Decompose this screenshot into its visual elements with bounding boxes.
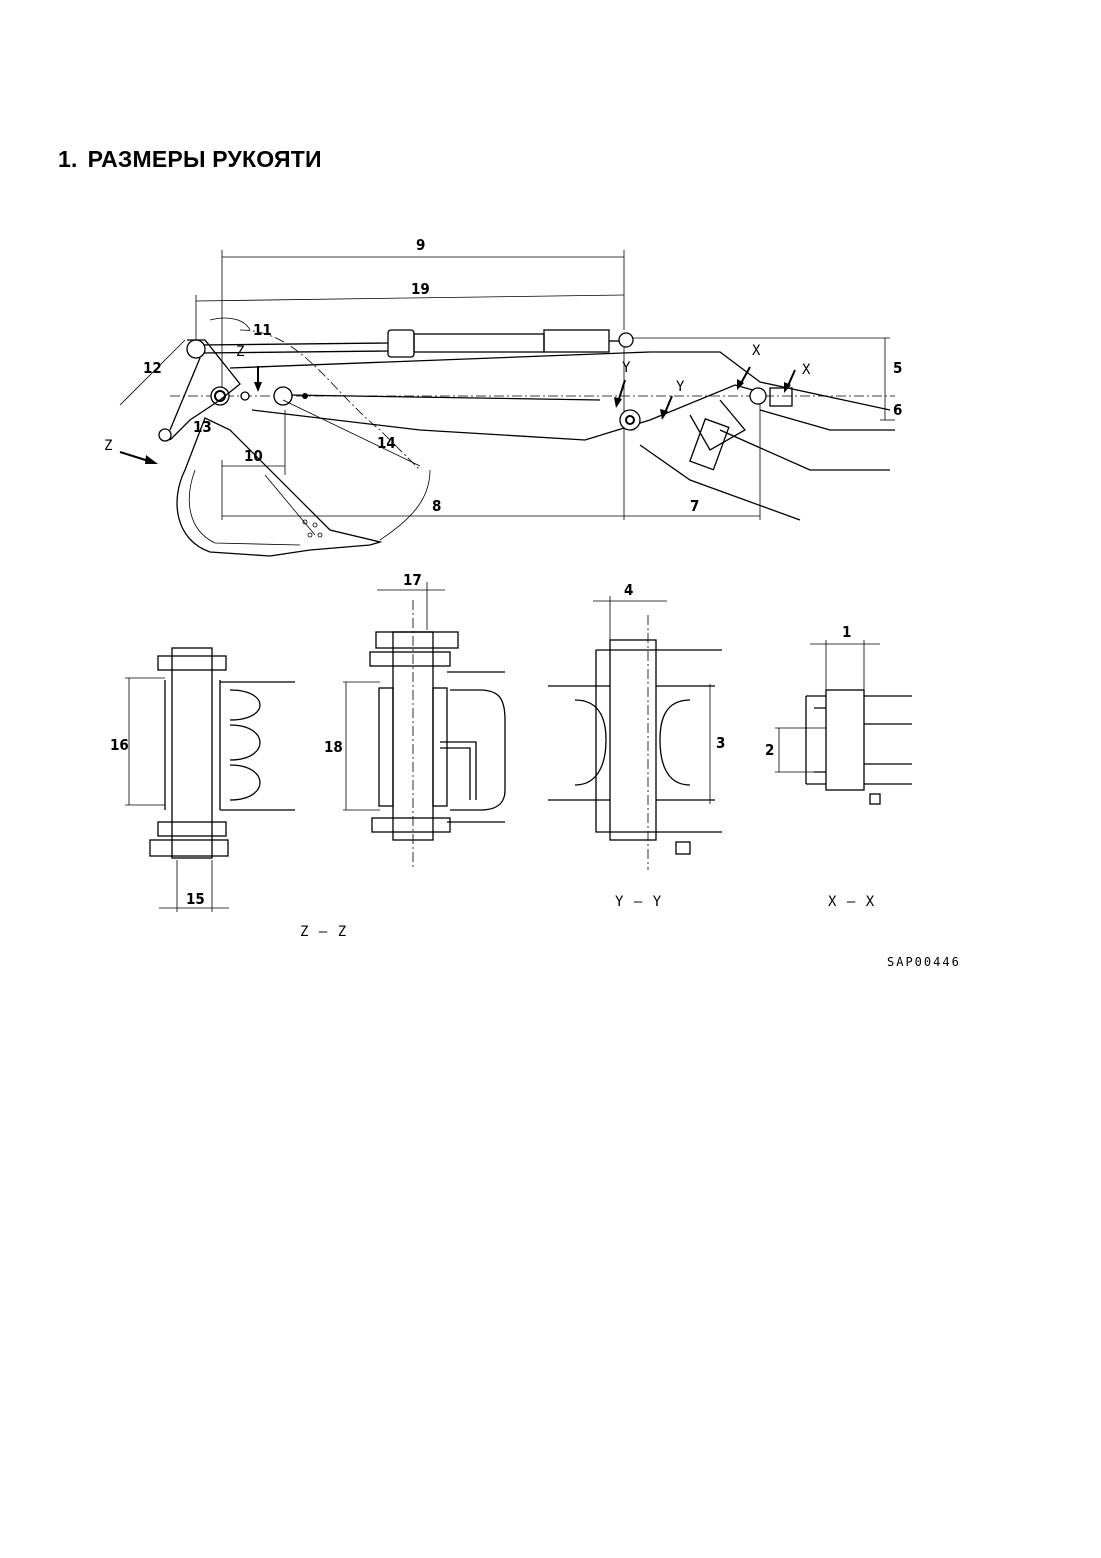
section-y-y-view: 3 4 Y – Y bbox=[548, 581, 725, 910]
dim-10: 10 bbox=[244, 447, 263, 465]
dim-6: 6 bbox=[893, 401, 902, 419]
dim-14: 14 bbox=[377, 434, 396, 452]
dim-5: 5 bbox=[893, 359, 902, 377]
marker-z-top: Z bbox=[236, 344, 244, 360]
dim-3: 3 bbox=[716, 734, 725, 752]
marker-y-left: Y bbox=[622, 360, 631, 376]
dim-16: 16 bbox=[110, 736, 129, 754]
title-text: РАЗМЕРЫ РУКОЯТИ bbox=[87, 146, 322, 172]
page-title: 1. РАЗМЕРЫ РУКОЯТИ bbox=[58, 146, 322, 173]
section-x-x-label: X – X bbox=[828, 894, 875, 910]
dim-11: 11 bbox=[253, 321, 272, 339]
dim-15: 15 bbox=[186, 890, 205, 908]
dim-18: 18 bbox=[324, 738, 343, 756]
marker-y-right: Y bbox=[676, 379, 685, 395]
marker-x-left: X bbox=[752, 343, 761, 359]
title-number: 1. bbox=[58, 146, 78, 172]
marker-z-left: Z bbox=[104, 438, 112, 454]
dim-19: 19 bbox=[411, 280, 430, 298]
dim-2: 2 bbox=[765, 741, 774, 759]
section-y-y-label: Y – Y bbox=[615, 894, 662, 910]
arm-side-view: 9 19 11 12 13 14 10 8 7 5 6 Z Z Y Y X X bbox=[104, 236, 902, 557]
dim-9: 9 bbox=[416, 236, 425, 254]
drawing-code: SAP00446 bbox=[887, 955, 961, 969]
dim-7: 7 bbox=[690, 497, 699, 515]
dim-13: 13 bbox=[193, 418, 212, 436]
section-x-x-view: 2 1 X – X bbox=[765, 623, 912, 910]
section-z-z-label: Z – Z bbox=[300, 924, 347, 940]
dim-17: 17 bbox=[403, 571, 422, 589]
dim-1: 1 bbox=[842, 623, 851, 641]
section-z-z-view: 16 15 18 17 Z – Z bbox=[110, 571, 506, 940]
dim-8: 8 bbox=[432, 497, 441, 515]
dim-4: 4 bbox=[624, 581, 633, 599]
marker-x-right: X bbox=[802, 362, 811, 378]
dim-12: 12 bbox=[143, 359, 162, 377]
